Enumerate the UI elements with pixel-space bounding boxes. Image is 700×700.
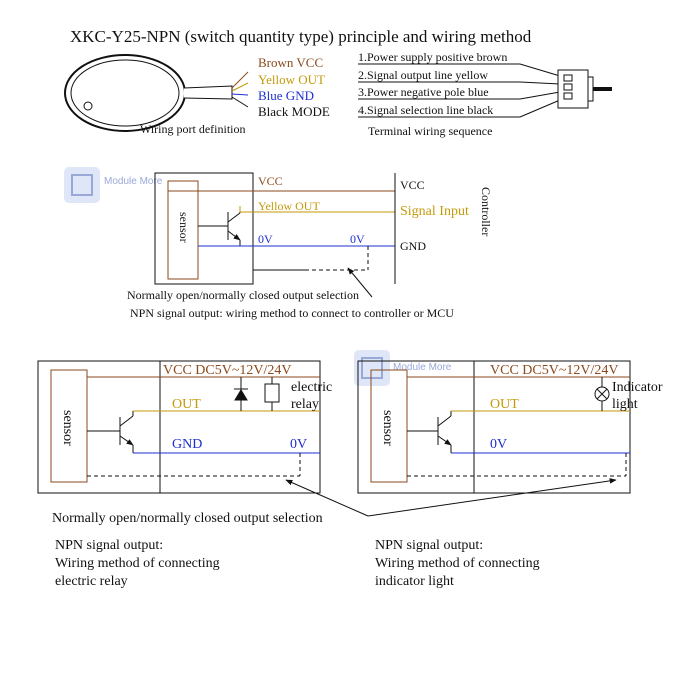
relay-label-line-1: electric: [291, 380, 332, 395]
watermark-text-2: Module More: [393, 362, 452, 373]
port-yellow-label: Yellow OUT: [258, 72, 325, 87]
terminal-connector: [358, 63, 594, 118]
out-label: Yellow OUT: [258, 199, 320, 213]
watermark-logo-2: [354, 350, 390, 386]
zero-v-mid-label: 0V: [350, 232, 365, 246]
sensor-block: [167, 180, 199, 280]
relay-sensor-block: [50, 369, 88, 483]
watermark-text: Module More: [104, 176, 163, 187]
light-caption-line-1: NPN signal output:: [375, 538, 483, 553]
light-label-line-1: Indicator: [612, 380, 663, 395]
relay-gnd-label: GND: [172, 437, 202, 452]
terminal-caption: Terminal wiring sequence: [368, 124, 492, 138]
relay-npn-transistor: [87, 411, 134, 453]
port-caption: Wiring port definition: [140, 122, 246, 136]
relay-coil-icon: [264, 377, 280, 411]
relay-caption-line-3: electric relay: [55, 574, 128, 589]
bottom-selection-note: Normally open/normally closed output sel…: [52, 511, 323, 526]
selection-arrow: [347, 267, 373, 298]
light-zero-v-label: 0V: [490, 437, 507, 452]
light-enclosure: [357, 360, 631, 494]
controller-caption: NPN signal output: wiring method to conn…: [130, 306, 454, 320]
light-sensor-block: [370, 369, 408, 483]
port-blue-label: Blue GND: [258, 88, 314, 103]
relay-label-line-2: relay: [291, 397, 319, 412]
sensor-label: sensor: [177, 212, 191, 243]
relay-zero-v-label: 0V: [290, 437, 307, 452]
signal-input-label: Signal Input: [400, 204, 469, 219]
terminal-line-4: 4.Signal selection line black: [358, 103, 493, 117]
relay-enclosure: [37, 360, 321, 494]
port-black-label: Black MODE: [258, 104, 330, 119]
diagram-title: XKC-Y25-NPN (switch quantity type) princ…: [70, 27, 532, 46]
terminal-line-3: 3.Power negative pole blue: [358, 85, 489, 99]
relay-caption-line-1: NPN signal output:: [55, 538, 163, 553]
light-sensor-label: sensor: [380, 410, 395, 446]
relay-caption-line-2: Wiring method of connecting: [55, 556, 220, 571]
light-label-line-2: light: [612, 397, 638, 412]
selection-note: Normally open/normally closed output sel…: [127, 288, 359, 302]
relay-vcc-label: VCC DC5V~12V/24V: [163, 363, 292, 378]
sensor-puck: [64, 54, 249, 132]
npn-transistor: [198, 206, 241, 246]
light-caption-line-3: indicator light: [375, 574, 454, 589]
controller-label: Controller: [479, 187, 493, 236]
relay-out-label: OUT: [172, 397, 201, 412]
sensor-enclosure: [154, 172, 254, 285]
indicator-light-icon: [594, 377, 610, 411]
controller-vcc-label: VCC: [400, 178, 425, 192]
light-out-label: OUT: [490, 397, 519, 412]
vcc-label: VCC: [258, 174, 283, 188]
watermark-logo: [64, 167, 100, 203]
terminal-line-2: 2.Signal output line yellow: [358, 68, 488, 82]
light-npn-transistor: [407, 411, 452, 453]
zero-v-left-label: 0V: [258, 232, 273, 246]
port-brown-label: Brown VCC: [258, 55, 323, 70]
flyback-diode-icon: [234, 377, 248, 411]
relay-sensor-label: sensor: [60, 410, 75, 446]
light-vcc-label: VCC DC5V~12V/24V: [490, 363, 619, 378]
light-selection-arrow: [367, 478, 617, 517]
light-caption-line-2: Wiring method of connecting: [375, 556, 540, 571]
terminal-line-1: 1.Power supply positive brown: [358, 50, 507, 64]
relay-selection-arrow: [285, 479, 369, 517]
gnd-label: GND: [400, 239, 426, 253]
